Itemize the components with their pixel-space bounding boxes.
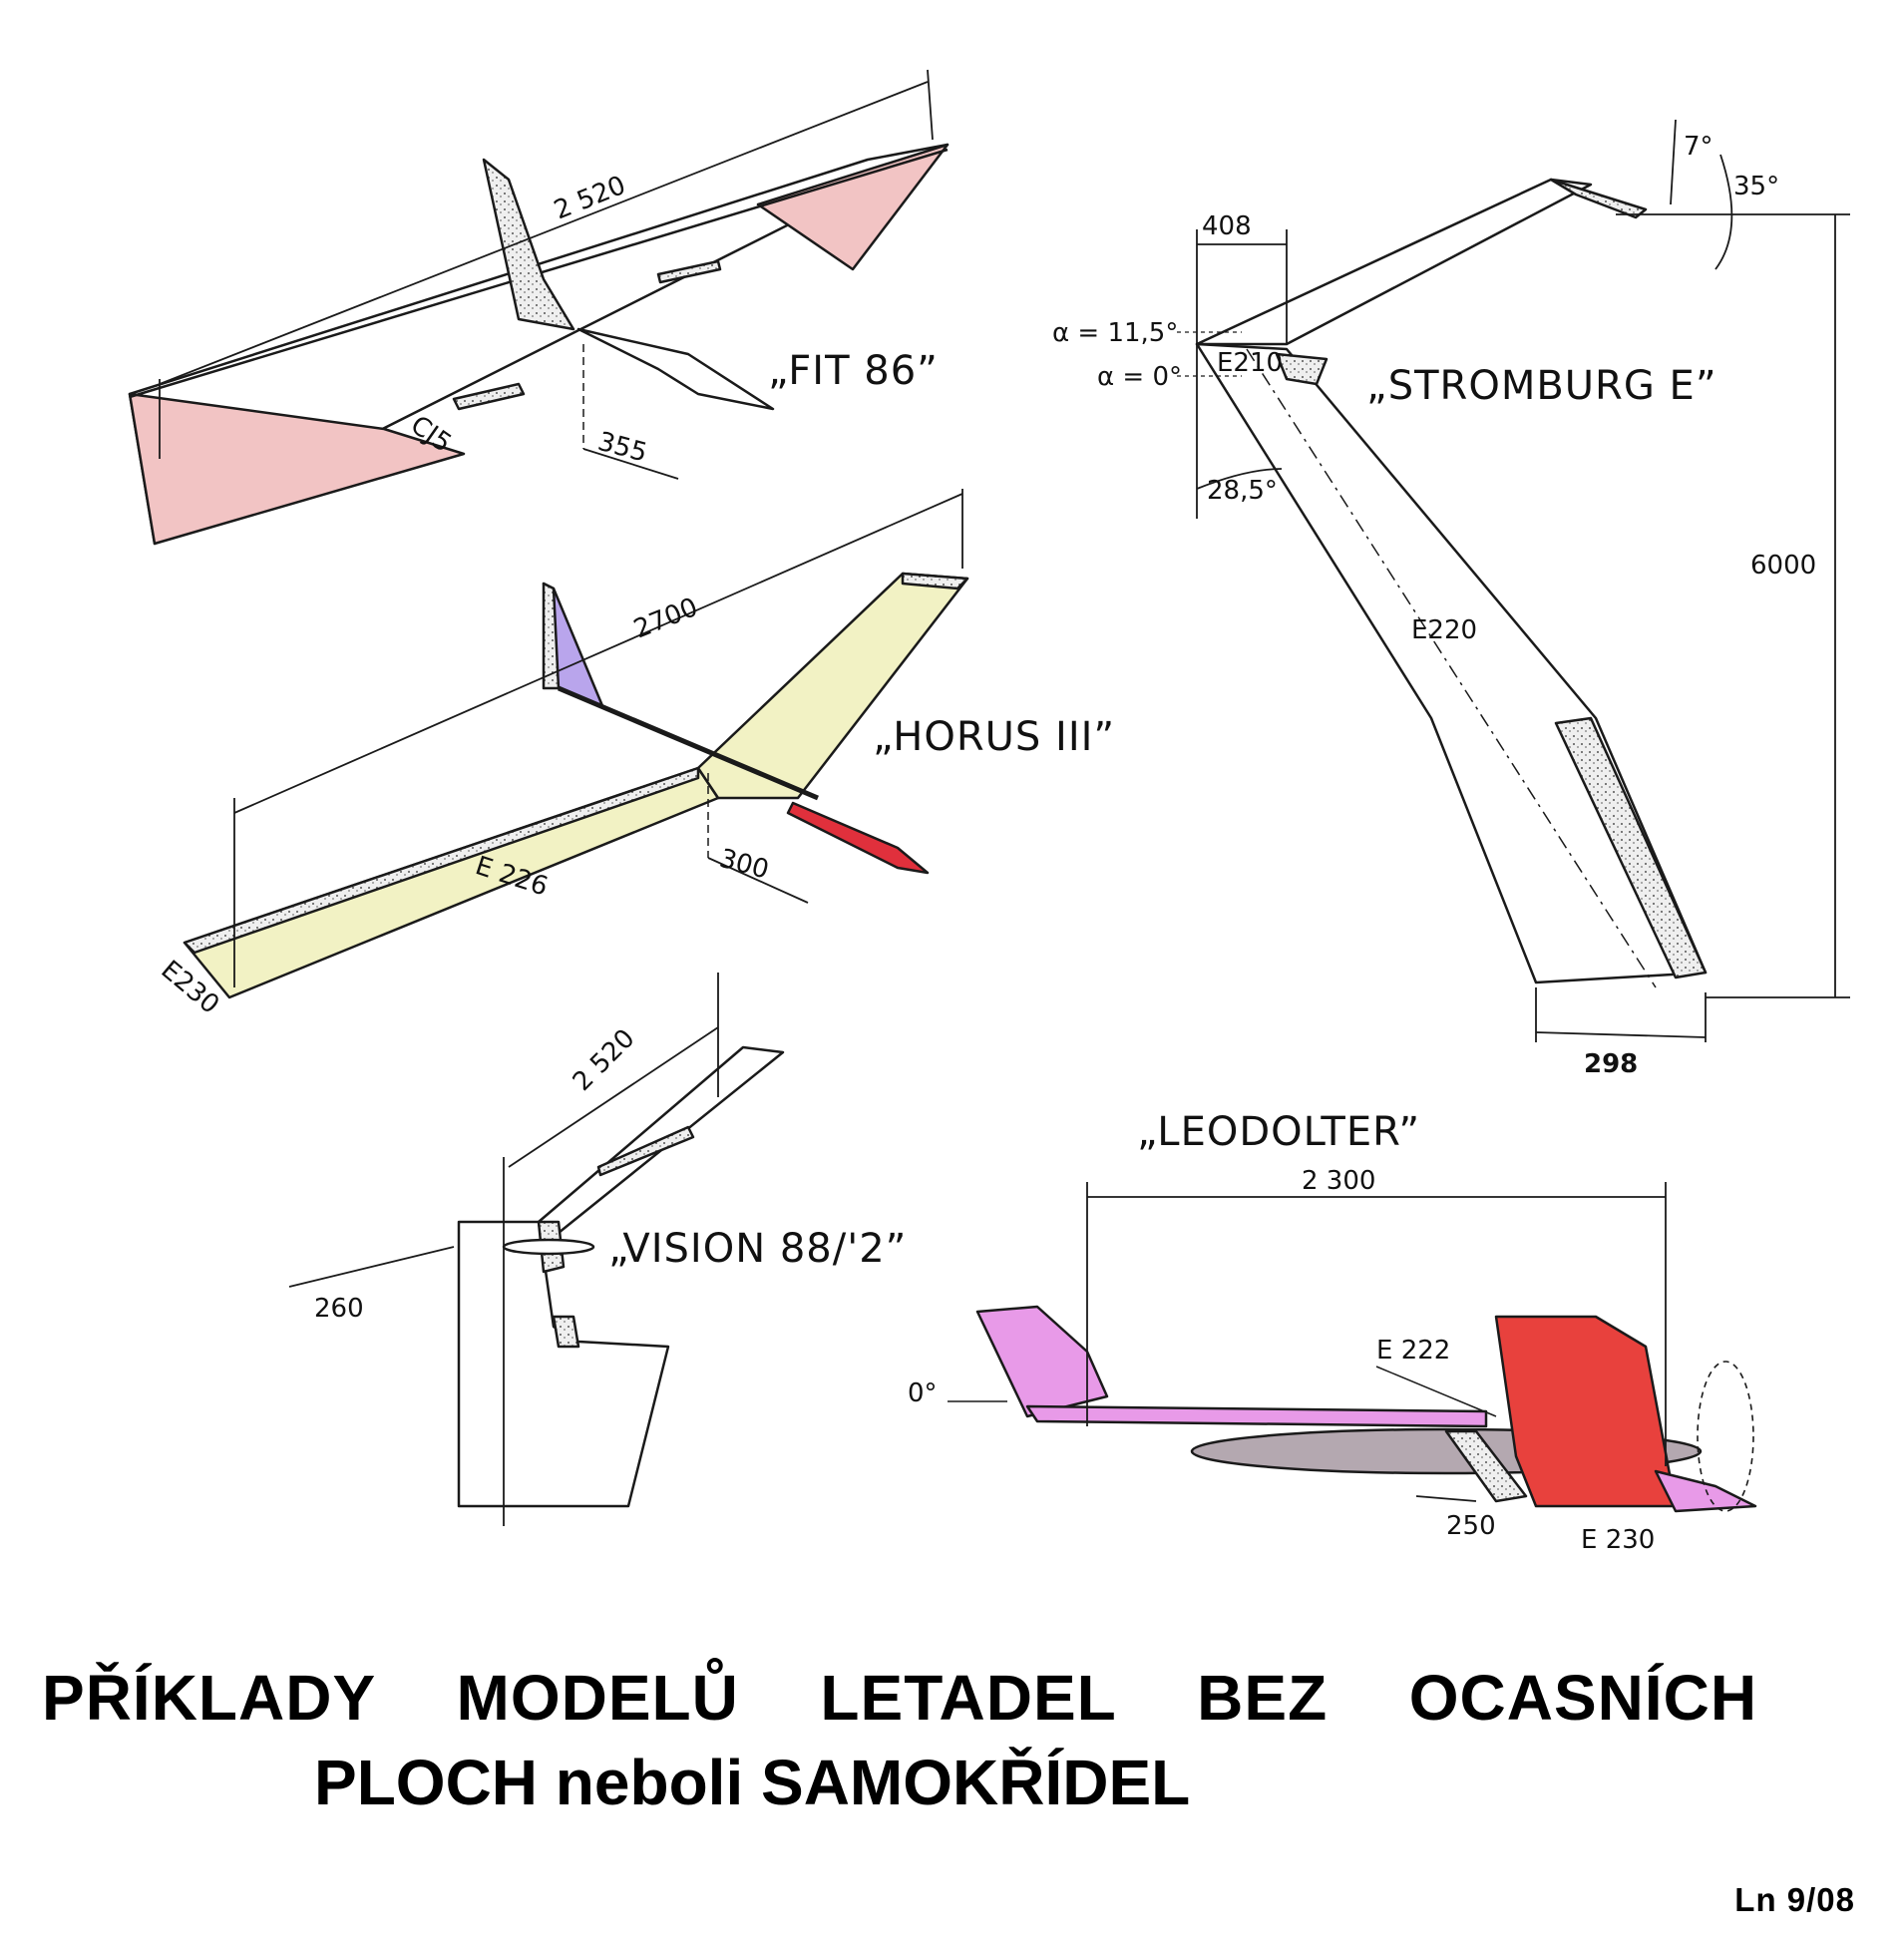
fit86-span: 2 520 <box>550 171 629 226</box>
stromburg-label: „STROMBURG E” <box>1366 363 1717 409</box>
horus-boom <box>558 685 819 801</box>
leodolter-airfoil-root: E 222 <box>1376 1336 1450 1366</box>
leodolter-model <box>948 1182 1757 1513</box>
leodolter-fin <box>1494 1315 1678 1508</box>
page-title-line1: PŘÍKLADY MODELŮ LETADEL BEZ OCASNÍCH <box>42 1662 1758 1734</box>
source-reference: Ln 9/08 <box>1734 1881 1855 1918</box>
horus-model <box>183 489 969 999</box>
fit86-right-tip <box>756 143 950 271</box>
horus-wing <box>183 766 720 999</box>
stromburg-airfoil-mid: E220 <box>1411 615 1477 645</box>
page-title-line2: PLOCH neboli SAMOKŘÍDEL <box>314 1747 1191 1818</box>
stromburg-tip-angle: 7° <box>1684 132 1713 162</box>
stromburg-tip-stipple <box>1554 716 1708 980</box>
leodolter-boom <box>1025 1404 1488 1428</box>
horus-span: 2700 <box>629 592 702 645</box>
vision-fuselage <box>502 1238 595 1256</box>
fit86-fuselage <box>576 327 775 411</box>
leodolter-tail <box>975 1305 1109 1418</box>
stromburg-tip-chord: 298 <box>1584 1049 1638 1079</box>
stromburg-tip-dihedral: 35° <box>1733 172 1779 201</box>
vision-model <box>288 973 785 1526</box>
stromburg-left-wing <box>1195 342 1708 984</box>
vision-chord: 260 <box>314 1294 364 1324</box>
stromburg-span: 6000 <box>1750 551 1816 581</box>
horus-wing-stipple <box>183 766 700 955</box>
leodolter-fuselage <box>1654 1469 1757 1513</box>
leodolter-span: 2 300 <box>1302 1166 1375 1196</box>
stromburg-right-wing <box>1195 178 1593 346</box>
horus-chord: 300 <box>716 844 772 886</box>
fit86-label: „FIT 86” <box>768 348 939 394</box>
leodolter-label: „LEODOLTER” <box>1137 1109 1420 1155</box>
stromburg-model <box>1177 119 1850 1042</box>
stromburg-alpha-zero: α = 0° <box>1097 362 1182 392</box>
horus-fuselage <box>786 801 930 875</box>
leodolter-chord: 250 <box>1446 1511 1496 1541</box>
stromburg-alpha-root: α = 11,5° <box>1052 318 1178 348</box>
horus-label: „HORUS III” <box>873 714 1115 760</box>
stromburg-root-chord: 408 <box>1202 211 1252 241</box>
fit86-fin <box>482 158 575 331</box>
fit86-chord: 355 <box>594 427 650 469</box>
vision-label: „VISION 88/'2” <box>608 1226 907 1272</box>
fit86-model <box>128 69 950 546</box>
leodolter-airfoil-tip: E 230 <box>1581 1525 1655 1555</box>
stromburg-airfoil-root: E210 <box>1217 348 1283 378</box>
leodolter-angle: 0° <box>908 1378 938 1408</box>
fit86-left-tip <box>128 392 466 546</box>
stromburg-sweep: 28,5° <box>1207 476 1278 506</box>
horus-right-wing <box>696 572 969 800</box>
fit86-span-line <box>159 81 929 385</box>
